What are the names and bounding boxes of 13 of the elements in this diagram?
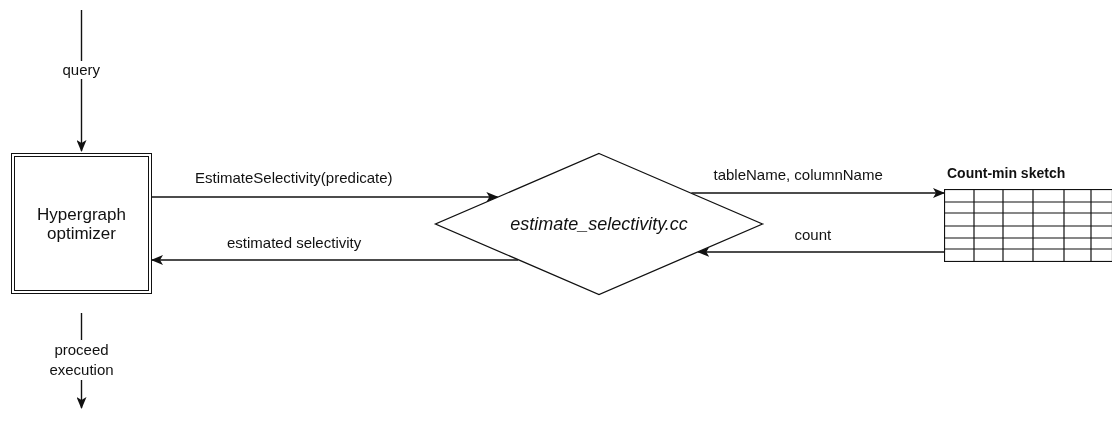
arrow	[151, 255, 519, 265]
table-title: Count-min sketch	[947, 164, 1066, 183]
edge-label: EstimateSelectivity(predicate)	[195, 169, 393, 187]
diamond-label: estimate_selectivity.cc	[510, 213, 688, 235]
arrow	[151, 192, 499, 202]
arrow	[76, 9, 87, 152]
arrow	[690, 188, 945, 198]
edge-label: estimated selectivity	[227, 234, 362, 252]
process-box	[11, 153, 152, 294]
edge-label: query	[62, 61, 101, 79]
box-label: Hypergraph optimizer	[36, 204, 127, 243]
edge-label: tableName, columnName	[713, 166, 883, 184]
arrow	[697, 247, 945, 257]
